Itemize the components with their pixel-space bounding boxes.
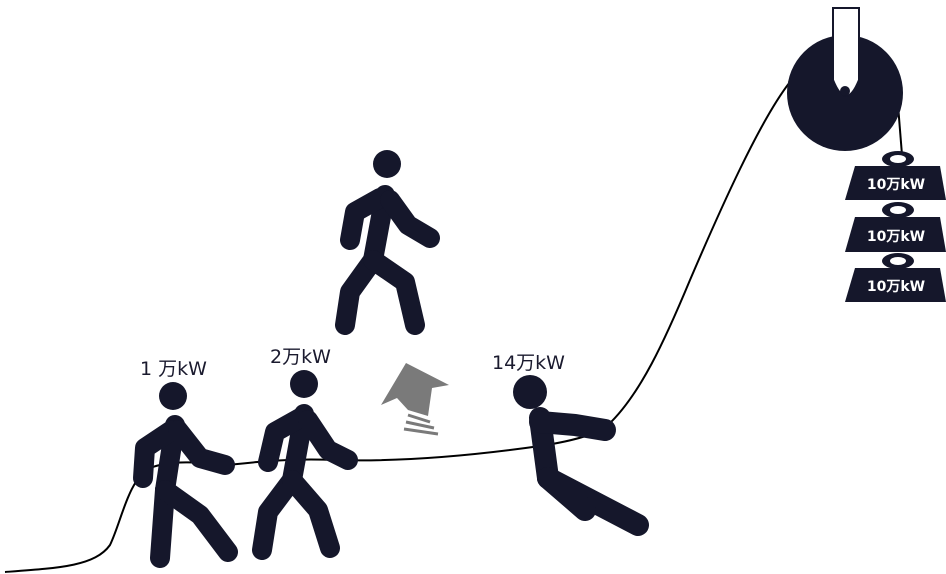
person-label: 2万kW bbox=[270, 346, 331, 368]
walking-person-icon bbox=[373, 150, 401, 178]
person-3: 14万kW bbox=[492, 352, 649, 536]
weight-stack: 10万kW 10万kW 10万kW bbox=[845, 151, 946, 302]
walking-person-icon bbox=[133, 382, 238, 568]
walking-person-icon bbox=[252, 370, 358, 560]
person-1: 1 万kW bbox=[133, 358, 238, 568]
person-label: 14万kW bbox=[492, 352, 565, 374]
weight-label: 10万kW bbox=[867, 279, 925, 295]
weight-1: 10万kW bbox=[845, 151, 946, 200]
weight-label: 10万kW bbox=[867, 229, 925, 245]
weight-label: 10万kW bbox=[867, 177, 925, 193]
weight-3: 10万kW bbox=[845, 253, 946, 302]
up-arrow-icon bbox=[381, 363, 449, 436]
person-label: 1 万kW bbox=[140, 358, 207, 380]
person-2: 2万kW bbox=[252, 346, 358, 560]
promoted-person bbox=[335, 150, 440, 335]
leaning-person-icon bbox=[513, 375, 649, 536]
rope bbox=[4, 81, 791, 573]
pulley-icon bbox=[787, 7, 903, 151]
weight-2: 10万kW bbox=[845, 202, 946, 252]
